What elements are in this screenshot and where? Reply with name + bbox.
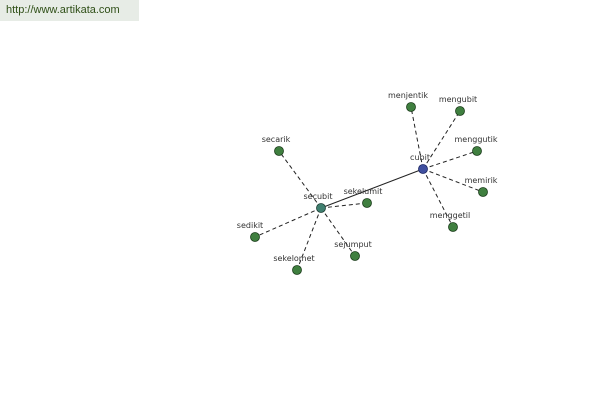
edge-cubit-menggutik: [422, 150, 478, 170]
node-dot-mengubit[interactable]: [455, 106, 465, 116]
node-dot-secubit[interactable]: [316, 203, 326, 213]
node-label-menjentik: menjentik: [388, 91, 428, 100]
node-menggetil[interactable]: menggetil: [430, 211, 470, 232]
edges-layer: [254, 106, 484, 271]
node-sekelomet[interactable]: sekelomet: [273, 254, 315, 275]
node-menjentik[interactable]: menjentik: [388, 91, 428, 112]
node-mengubit[interactable]: mengubit: [439, 95, 477, 116]
node-label-memirik: memirik: [465, 176, 498, 185]
node-dot-cubit[interactable]: [418, 164, 428, 174]
node-secarik[interactable]: secarik: [262, 135, 291, 156]
node-label-menggetil: menggetil: [430, 211, 470, 220]
edge-cubit-secubit: [320, 168, 424, 209]
node-dot-menggetil[interactable]: [448, 222, 458, 232]
edge-secubit-sejumput: [320, 207, 356, 257]
edge-secubit-secarik: [278, 150, 322, 209]
edge-cubit-menjentik: [410, 106, 424, 170]
node-label-sedikit: sedikit: [237, 221, 263, 230]
edge-cubit-mengubit: [422, 110, 461, 170]
node-menggutik[interactable]: menggutik: [454, 135, 498, 156]
node-dot-memirik[interactable]: [478, 187, 488, 197]
node-dot-menjentik[interactable]: [406, 102, 416, 112]
edge-secubit-sekelumit: [320, 202, 368, 209]
node-label-secubit: secubit: [304, 192, 333, 201]
site-url[interactable]: http://www.artikata.com: [0, 0, 139, 21]
node-label-menggutik: menggutik: [454, 135, 497, 144]
edge-cubit-menggetil: [422, 168, 454, 228]
node-label-mengubit: mengubit: [439, 95, 477, 104]
node-label-sekelomet: sekelomet: [273, 254, 314, 263]
edge-secubit-sedikit: [254, 207, 322, 238]
node-sedikit[interactable]: sedikit: [237, 221, 263, 242]
edge-cubit-memirik: [422, 168, 484, 193]
node-label-secarik: secarik: [262, 135, 291, 144]
nodes-layer: cubit secubit menjentik mengubit menggutik me…: [237, 91, 498, 275]
node-label-sekelumit: sekelumit: [344, 187, 383, 196]
node-memirik[interactable]: memirik: [465, 176, 498, 197]
node-dot-sedikit[interactable]: [250, 232, 260, 242]
node-dot-menggutik[interactable]: [472, 146, 482, 156]
node-dot-sekelomet[interactable]: [292, 265, 302, 275]
node-secubit[interactable]: secubit: [304, 192, 333, 213]
node-label-sejumput: sejumput: [334, 240, 371, 249]
node-cubit[interactable]: cubit: [410, 153, 430, 174]
node-dot-sekelumit[interactable]: [362, 198, 372, 208]
node-label-cubit: cubit: [410, 153, 430, 162]
node-sekelumit[interactable]: sekelumit: [344, 187, 383, 208]
node-sejumput[interactable]: sejumput: [334, 240, 372, 261]
node-dot-secarik[interactable]: [274, 146, 284, 156]
node-dot-sejumput[interactable]: [350, 251, 360, 261]
